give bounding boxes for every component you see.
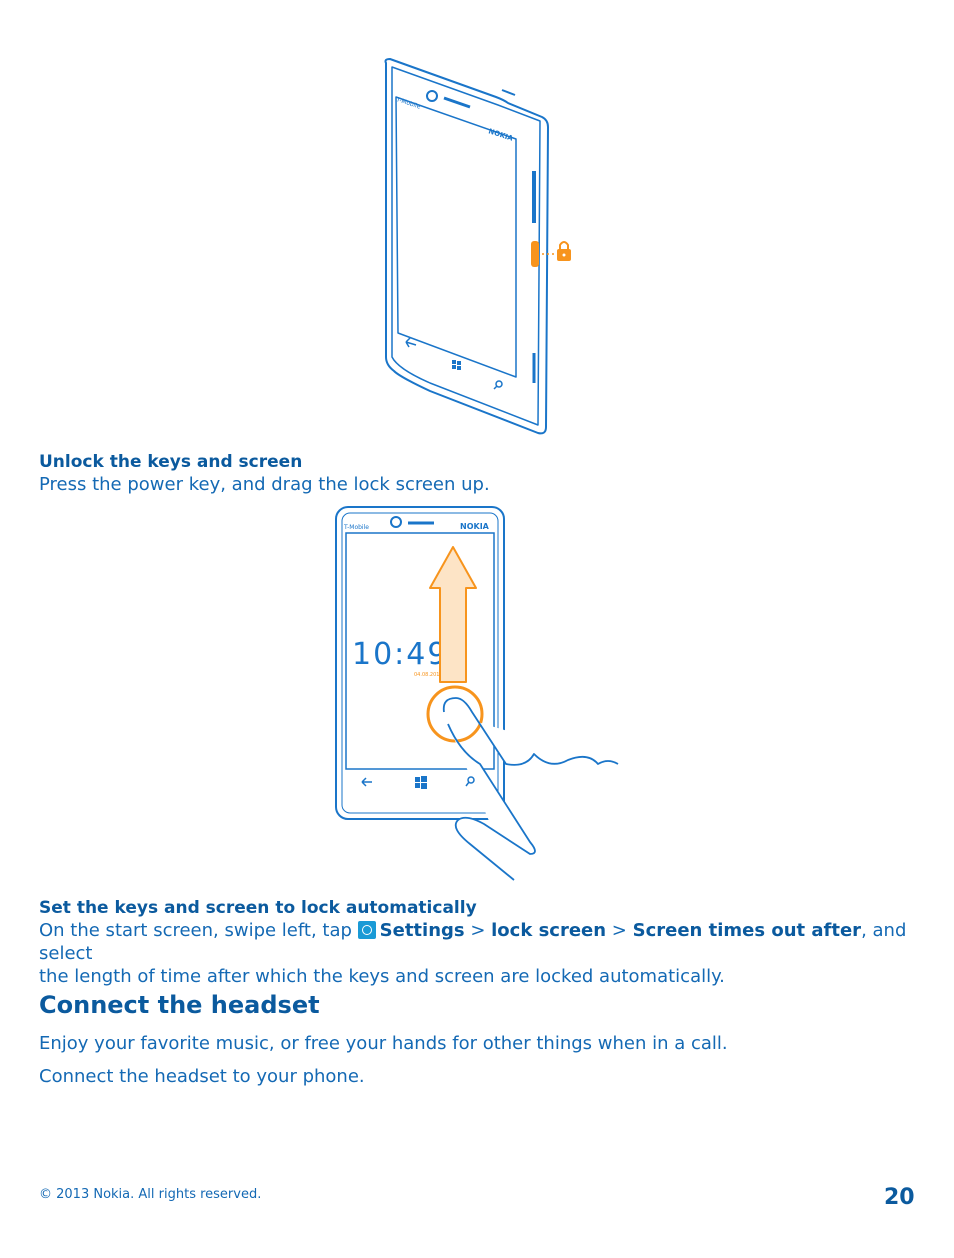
lock-icon xyxy=(557,241,571,261)
settings-gear-icon xyxy=(357,921,376,939)
section3-heading: Connect the headset xyxy=(39,991,320,1019)
screen-times-out-label: Screen times out after xyxy=(632,920,862,941)
lock-screen-time: 10:49 xyxy=(352,637,448,672)
section3-para2: Connect the headset to your phone. xyxy=(39,1066,365,1087)
settings-label: Settings xyxy=(379,920,465,941)
phone1-brand: NOKIA xyxy=(487,127,514,143)
search-icon xyxy=(493,380,503,390)
section3-para1: Enjoy your favorite music, or free your … xyxy=(39,1033,728,1054)
section2-text-suffix: , and select xyxy=(39,920,907,964)
section2-text-line2: the length of time after which the keys … xyxy=(39,966,725,987)
phone-front-illustration: T-Mobile NOKIA 10:49 04.08.2012 xyxy=(335,506,619,881)
section2-heading: Set the keys and screen to lock automati… xyxy=(39,898,477,918)
separator: > xyxy=(606,920,633,941)
section2-text: On the start screen, swipe left, tap Set… xyxy=(39,919,919,988)
back-icon xyxy=(405,337,417,348)
section1-text: Press the power key, and drag the lock s… xyxy=(39,474,490,495)
section1-heading: Unlock the keys and screen xyxy=(39,452,303,472)
phone2-carrier: T-Mobile xyxy=(343,524,369,531)
phone1-carrier: T-Mobile xyxy=(394,96,421,111)
finger xyxy=(442,697,619,881)
back-icon xyxy=(361,777,372,787)
page-number: 20 xyxy=(884,1185,915,1210)
power-key xyxy=(531,241,539,267)
section2-text-prefix: On the start screen, swipe left, tap xyxy=(39,920,358,941)
copyright: © 2013 Nokia. All rights reserved. xyxy=(39,1187,262,1202)
windows-icon xyxy=(415,776,427,789)
lock-screen-label: lock screen xyxy=(491,920,607,941)
swipe-up-arrow xyxy=(429,546,477,683)
separator: > xyxy=(464,920,492,941)
search-icon xyxy=(465,776,475,787)
windows-icon xyxy=(452,360,461,370)
phone2-brand: NOKIA xyxy=(460,522,490,531)
lock-screen-date: 04.08.2012 xyxy=(414,672,443,678)
phone-side-illustration: T-Mobile NOKIA xyxy=(384,58,571,435)
